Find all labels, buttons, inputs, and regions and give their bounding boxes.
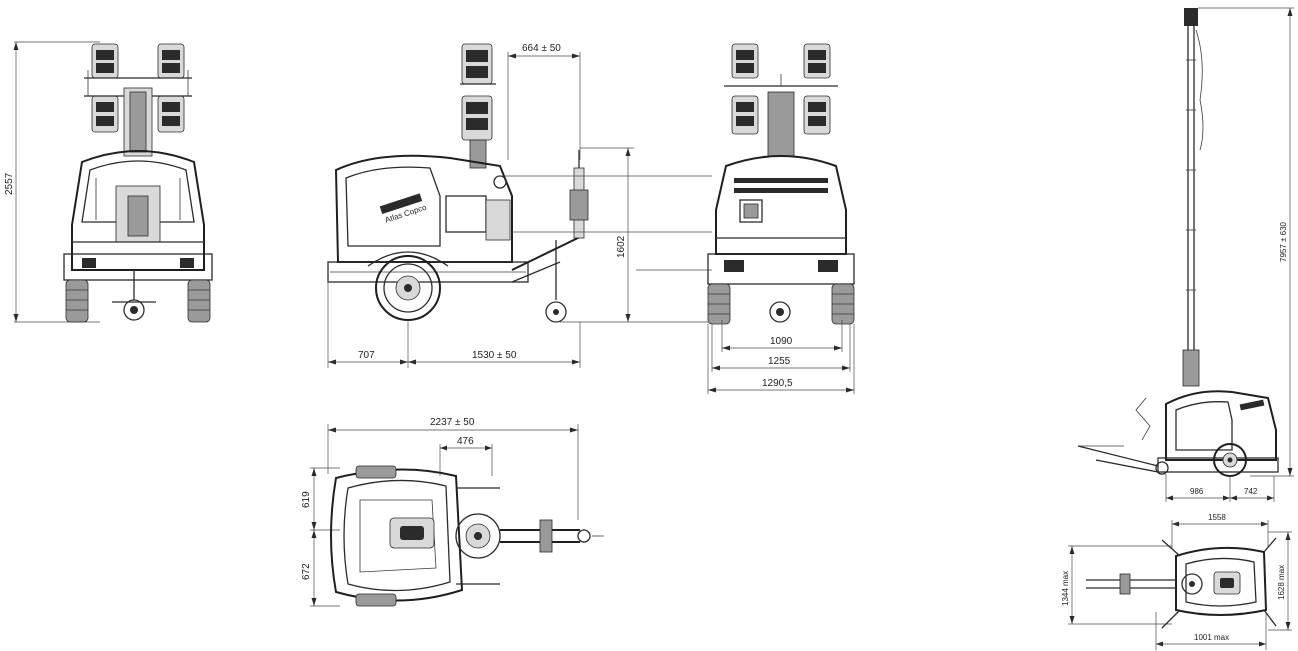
dim-track-outer: 1290,5 bbox=[762, 378, 793, 389]
side-view: Atlas Copco 664 ± 50 bbox=[327, 43, 712, 368]
dim-top-upper: 619 bbox=[301, 491, 312, 508]
front-view: 2557 bbox=[4, 41, 213, 323]
dim-top-tongue: 476 bbox=[457, 436, 474, 447]
dim-tongue-offset: 664 ± 50 bbox=[522, 43, 561, 54]
mast-top-view: 1558 1344 max 1628 max bbox=[1061, 513, 1292, 650]
dim-mast-width: 1344 max bbox=[1061, 571, 1070, 606]
mast-extended-view: 7957 ± 630 986 742 bbox=[1077, 7, 1294, 502]
dim-mast-height: 7957 ± 630 bbox=[1279, 221, 1288, 262]
dim-axle-to-jack: 1530 ± 50 bbox=[472, 350, 517, 361]
top-view: 2237 ± 50 476 619 672 bbox=[301, 417, 604, 607]
dim-top-lower: 672 bbox=[301, 563, 312, 580]
dim-mast-front: 986 bbox=[1190, 487, 1204, 496]
dim-mast-rear: 742 bbox=[1244, 487, 1258, 496]
dim-mast-span: 1558 bbox=[1208, 513, 1226, 522]
dim-side-height: 1602 bbox=[616, 235, 627, 258]
dim-track-mid: 1255 bbox=[768, 356, 791, 367]
dim-mast-height-top: 1628 max bbox=[1277, 565, 1286, 600]
dim-top-length: 2237 ± 50 bbox=[430, 417, 475, 428]
dim-rear-overhang: 707 bbox=[358, 350, 375, 361]
dim-track-inner: 1090 bbox=[770, 336, 793, 347]
dim-mast-length: 1001 max bbox=[1194, 633, 1229, 642]
dim-front-height: 2557 bbox=[4, 172, 15, 195]
rear-view: 1090 1255 1290,5 bbox=[707, 43, 855, 394]
